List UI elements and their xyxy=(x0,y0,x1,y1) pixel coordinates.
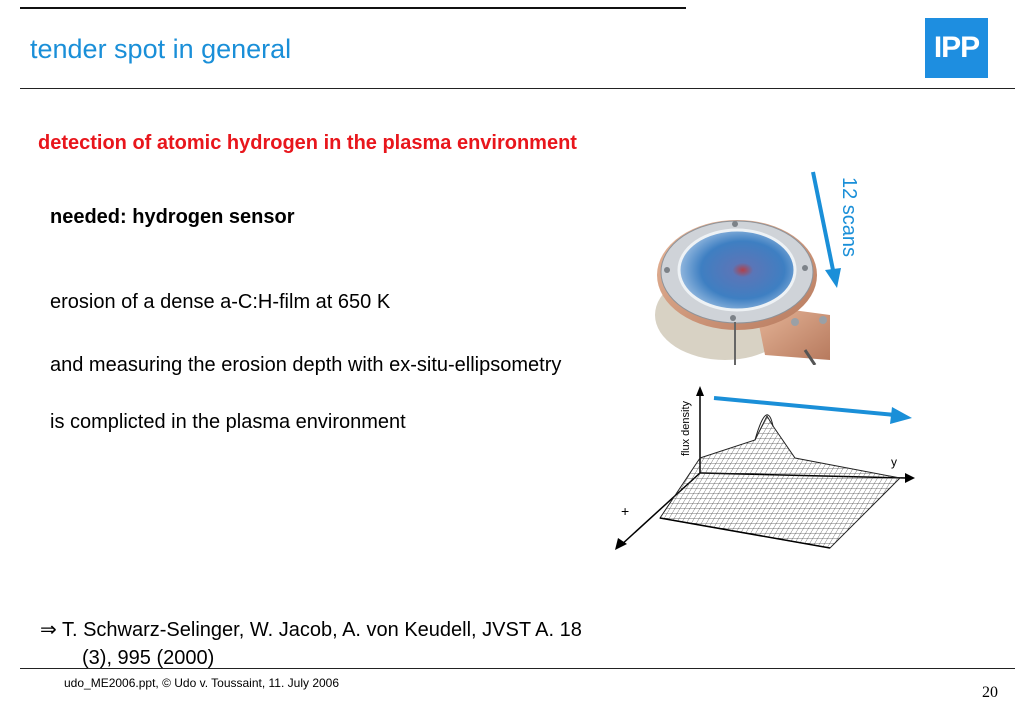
ipp-logo: IPP xyxy=(925,18,988,78)
reference-line-1: T. Schwarz-Selinger, W. Jacob, A. von Ke… xyxy=(61,619,582,641)
scan-arrow-vertical xyxy=(811,171,841,288)
body-line-complicated: is complicted in the plasma environment xyxy=(50,411,406,433)
title-divider xyxy=(20,88,1015,89)
subtitle: detection of atomic hydrogen in the plas… xyxy=(38,132,577,154)
plot-ylabel: flux density xyxy=(680,400,692,456)
flux-density-plot: flux density y + xyxy=(615,386,915,550)
sensor-photo xyxy=(645,210,830,365)
reference: ⇒ T. Schwarz-Selinger, W. Jacob, A. von … xyxy=(40,615,582,672)
body-line-ellipsometry: and measuring the erosion depth with ex-… xyxy=(50,354,562,376)
reference-line-2: (3), 995 (2000) xyxy=(82,647,215,669)
footer-text: udo_ME2006.ppt, © Udo v. Toussaint, 11. … xyxy=(64,676,340,690)
plot-axis-x-label: + xyxy=(621,503,629,519)
plot-axis-y-label: y xyxy=(891,455,897,469)
scan-arrow-horizontal xyxy=(713,396,912,424)
page-title: tender spot in general xyxy=(30,34,292,64)
footer-divider xyxy=(20,668,1015,669)
top-rule xyxy=(20,7,686,9)
reference-arrow-icon: ⇒ xyxy=(40,617,57,641)
page-number: 20 xyxy=(982,684,998,701)
body-line-erosion: erosion of a dense a-C:H-film at 650 K xyxy=(50,291,391,313)
scans-label: 12 scans xyxy=(838,177,860,258)
needed-heading: needed: hydrogen sensor xyxy=(50,206,295,228)
